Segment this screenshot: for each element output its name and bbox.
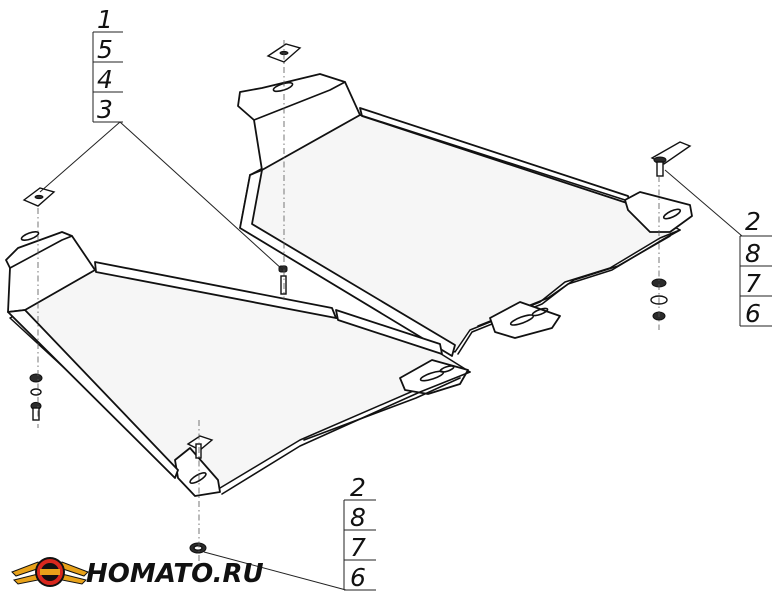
washer-stack-left — [29, 373, 43, 421]
callout-number: 3 — [97, 95, 113, 124]
site-logo: HOMATO.RU — [11, 557, 264, 589]
callout-number: 2 — [350, 473, 366, 502]
callout-number: 6 — [350, 563, 366, 592]
callout-number: 1 — [97, 5, 113, 34]
callout-number: 7 — [350, 533, 366, 562]
callout-number: 7 — [745, 269, 761, 298]
square-nut-plate-top-right — [266, 43, 302, 63]
callout-number: 4 — [97, 65, 113, 94]
callout-number: 6 — [745, 299, 761, 328]
hardware — [22, 43, 692, 554]
callout-number: 5 — [97, 35, 113, 64]
bolt-bottom-front — [186, 435, 214, 459]
square-nut-plate-top-left — [22, 187, 56, 207]
bolt-right-upper — [650, 141, 692, 177]
left-skid-plate — [5, 231, 471, 497]
callout-number: 8 — [350, 503, 366, 532]
callout-top-left: 1 5 4 3 — [92, 5, 123, 124]
washer-stack-bottom — [189, 542, 207, 554]
callout-bottom: 2 8 7 6 — [343, 473, 376, 592]
logo-emblem-icon — [11, 557, 89, 587]
center-lines — [37, 40, 660, 570]
logo-text: HOMATO.RU — [86, 559, 264, 589]
callout-right: 2 8 7 6 — [739, 207, 772, 328]
leader-lines — [39, 121, 743, 591]
right-skid-plate — [237, 73, 693, 357]
callout-number: 8 — [745, 239, 761, 268]
callout-number: 2 — [745, 207, 761, 236]
bolt-mid — [278, 265, 288, 295]
